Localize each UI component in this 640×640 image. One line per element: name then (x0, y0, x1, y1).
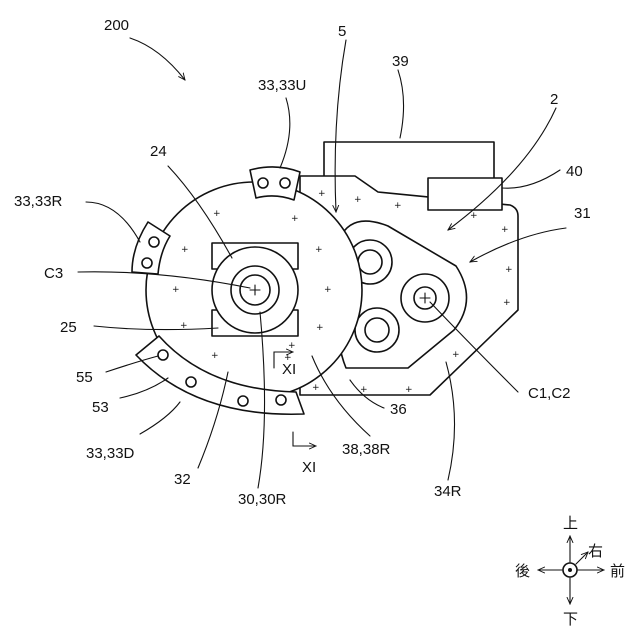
svg-text:+: + (354, 195, 362, 205)
svg-text:+: + (315, 245, 323, 255)
label-200: 200 (104, 17, 129, 34)
label-33-33r: 33,33R (14, 193, 63, 210)
compass-back: 後 (515, 563, 530, 580)
label-2: 2 (550, 91, 558, 108)
label-section-xi-upper: XI (282, 361, 296, 378)
svg-text:+: + (291, 214, 299, 224)
svg-text:+: + (505, 265, 513, 275)
hole-33d-3 (238, 396, 248, 406)
svg-text:+: + (405, 385, 413, 395)
svg-text:+: + (172, 285, 180, 295)
label-c1-c2: C1,C2 (528, 385, 571, 402)
svg-text:+: + (213, 209, 221, 219)
leader-33r (86, 202, 140, 242)
label-38-38r: 38,38R (342, 441, 391, 458)
label-32: 32 (174, 471, 191, 488)
hole-33u-1 (258, 178, 268, 188)
label-34r: 34R (434, 483, 462, 500)
label-55: 55 (76, 369, 93, 386)
label-section-xi-lower: XI (302, 459, 316, 476)
label-33-33u: 33,33U (258, 77, 306, 94)
label-c3: C3 (44, 265, 63, 282)
compass-right: 右 (588, 543, 603, 560)
svg-text:+: + (503, 298, 511, 308)
leader-33d (140, 402, 180, 434)
svg-text:+: + (181, 245, 189, 255)
arrow-right (576, 552, 588, 564)
label-33-33d: 33,33D (86, 445, 135, 462)
compass-up: 上 (563, 515, 578, 532)
label-5: 5 (338, 23, 346, 40)
hole-33d-2 (186, 377, 196, 387)
label-40: 40 (566, 163, 583, 180)
section-marker-lower (293, 432, 316, 446)
label-24: 24 (150, 143, 167, 160)
leader-39 (398, 70, 404, 138)
svg-text:+: + (318, 189, 326, 199)
boss-lower-inner (365, 318, 389, 342)
leader-40 (502, 170, 560, 188)
svg-text:+: + (324, 285, 332, 295)
svg-text:+: + (211, 351, 219, 361)
compass-front: 前 (610, 563, 625, 580)
svg-text:+: + (501, 225, 509, 235)
direction-compass: 上 右 後 前 下 (515, 515, 625, 628)
svg-text:+: + (452, 350, 460, 360)
svg-text:+: + (470, 211, 478, 221)
compass-down: 下 (563, 611, 578, 628)
hole-33d-1 (158, 350, 168, 360)
svg-text:+: + (288, 341, 296, 351)
label-30-30r: 30,30R (238, 491, 287, 508)
leader-34r (446, 362, 455, 480)
svg-text:+: + (394, 201, 402, 211)
label-53: 53 (92, 399, 109, 416)
hole-33r-2 (142, 258, 152, 268)
leader-200 (130, 38, 185, 80)
hole-33u-2 (280, 178, 290, 188)
svg-text:+: + (316, 323, 324, 333)
hole-33r-1 (149, 237, 159, 247)
boss-upper-inner (358, 250, 382, 274)
svg-text:+: + (312, 383, 320, 393)
label-36: 36 (390, 401, 407, 418)
leader-53 (120, 378, 168, 398)
hole-33d-4 (276, 395, 286, 405)
leader-33u (280, 98, 290, 168)
label-25: 25 (60, 319, 77, 336)
label-39: 39 (392, 53, 409, 70)
label-31: 31 (574, 205, 591, 222)
